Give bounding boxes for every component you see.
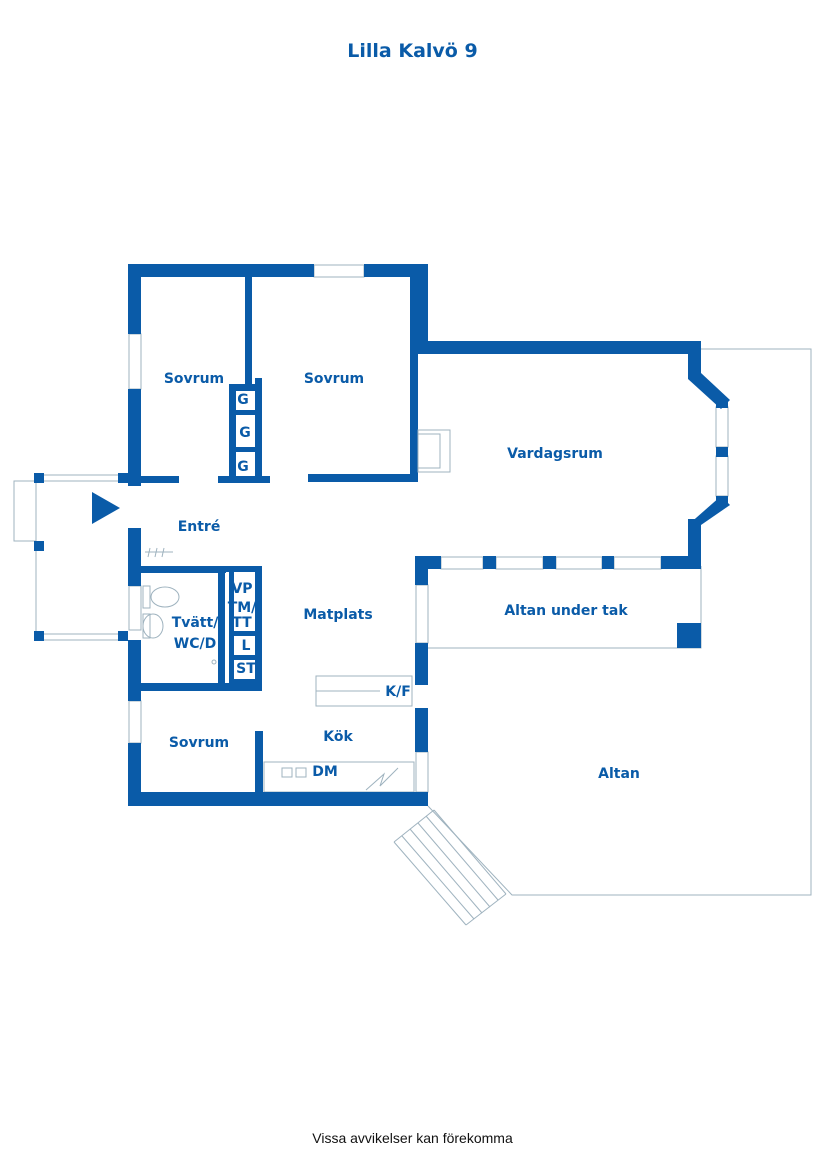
stairs	[393, 809, 507, 926]
room-label-sovrum: Sovrum	[169, 735, 229, 751]
room-label-entre: Entré	[178, 519, 221, 535]
toilet-icon	[142, 585, 151, 609]
room-label-vardagsrum: Vardagsrum	[507, 446, 603, 462]
fireplace-icon	[417, 429, 451, 473]
window	[128, 700, 142, 744]
window	[415, 584, 429, 644]
plan-title: Lilla Kalvö 9	[347, 40, 478, 62]
tm-label: TM/	[228, 600, 257, 616]
garderob-label: G	[237, 459, 249, 475]
window	[440, 556, 484, 570]
porch-outline	[35, 474, 128, 641]
thin-outlines	[13, 264, 812, 926]
bathroom-fixtures	[142, 547, 217, 665]
tt-label: TT	[232, 615, 252, 631]
window	[613, 556, 662, 570]
porch-step	[13, 480, 36, 542]
room-label-matplats: Matplats	[303, 607, 372, 623]
garderob-label: G	[239, 425, 251, 441]
stove-icon	[365, 767, 399, 791]
disclaimer: Vissa avvikelser kan förekomma	[312, 1130, 513, 1146]
entrance-arrow-icon	[92, 492, 120, 524]
window	[495, 556, 544, 570]
room-label-wc-d: WC/D	[174, 636, 216, 652]
walls	[34, 264, 730, 806]
room-label-kok: Kök	[323, 729, 353, 745]
window	[715, 406, 729, 448]
linne-label: L	[242, 638, 251, 654]
room-label-tvatt: Tvätt/	[172, 615, 220, 631]
window	[715, 455, 729, 497]
window	[415, 751, 429, 793]
window	[128, 333, 142, 390]
vp-label: VP	[231, 581, 252, 597]
window	[555, 556, 603, 570]
room-label-altan: Altan	[598, 766, 640, 782]
room-label-sovrum: Sovrum	[164, 371, 224, 387]
diskmaskin-label: DM	[312, 764, 338, 780]
kyl-frys-label: K/F	[385, 684, 411, 700]
garderob-label: G	[237, 392, 249, 408]
window	[313, 264, 365, 278]
altan-deck-outline	[427, 348, 812, 896]
room-label-altan-under-tak: Altan under tak	[504, 603, 628, 619]
stad-label: ST	[236, 661, 256, 677]
room-label-sovrum: Sovrum	[304, 371, 364, 387]
window	[128, 585, 142, 631]
